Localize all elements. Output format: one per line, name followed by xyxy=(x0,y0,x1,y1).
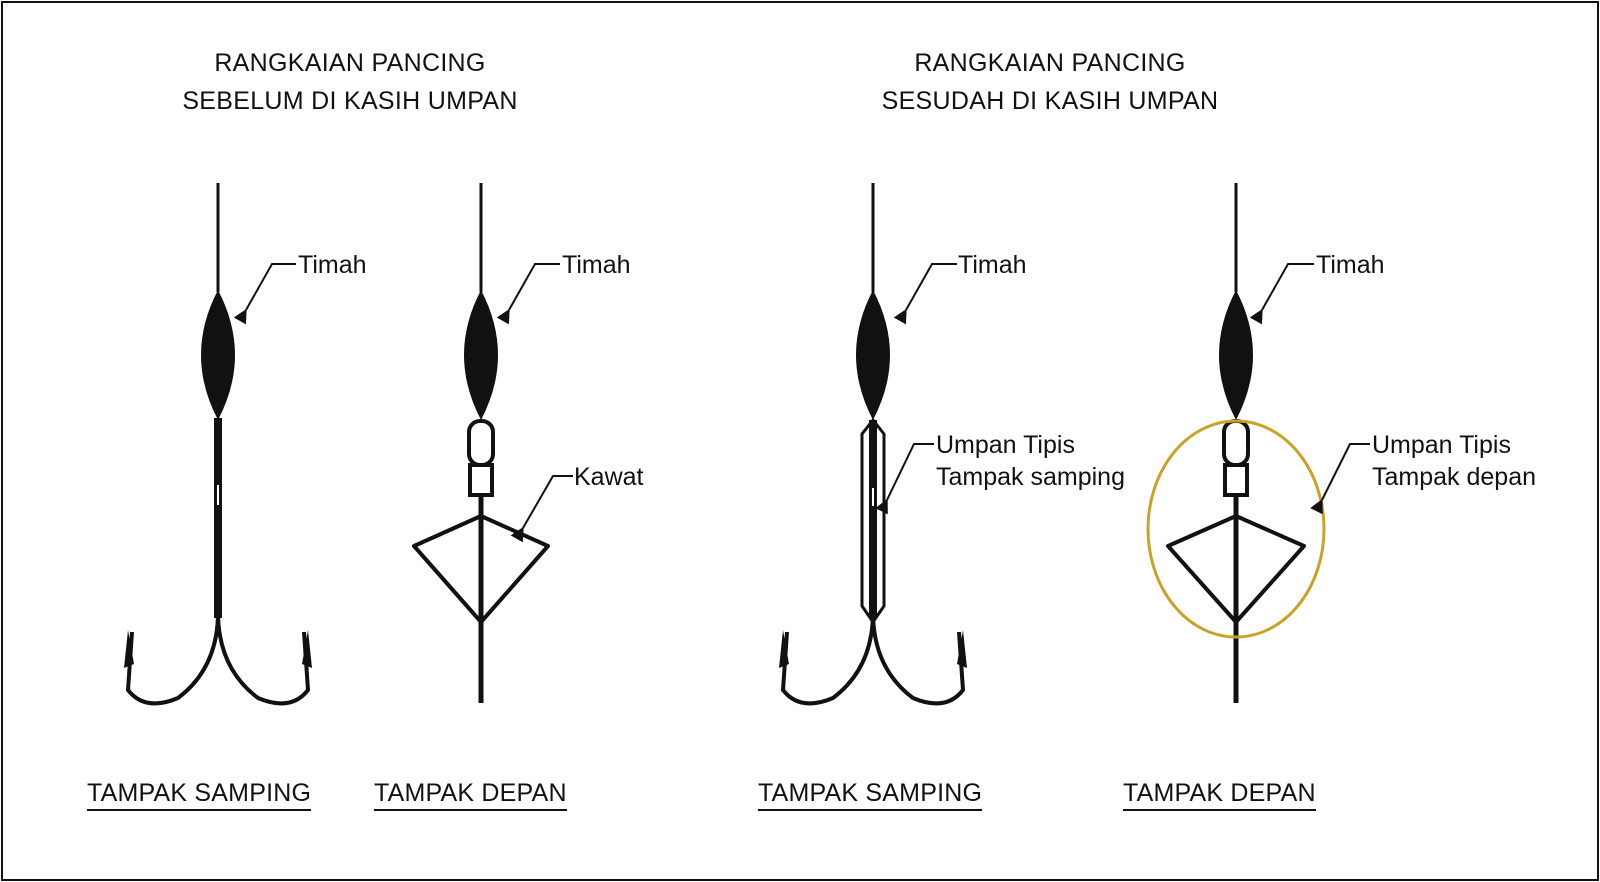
after-front-swivel-eye xyxy=(1222,419,1250,467)
after-side-callouts: Timah Umpan Tipis Tampak samping xyxy=(875,251,1125,515)
title-before-line2: SEBELUM DI KASIH UMPAN xyxy=(182,87,518,115)
after-front-callouts: Timah Umpan Tipis Tampak depan xyxy=(1249,251,1536,515)
before-side-hook-right xyxy=(216,611,311,706)
title-after-line1: RANGKAIAN PANCING xyxy=(914,49,1186,77)
before-side-rig xyxy=(124,183,312,706)
after-front-sinker xyxy=(1219,290,1253,420)
before-front-sinker xyxy=(464,290,498,420)
after-side-shank xyxy=(869,420,877,618)
before-front-sinker-leader xyxy=(496,263,560,325)
after-side-hook-right xyxy=(871,611,966,706)
before-side-view-label: TAMPAK SAMPING xyxy=(87,778,312,811)
after-front-wire-frame xyxy=(1166,514,1306,624)
before-front-wire-frame xyxy=(412,514,550,624)
title-before: RANGKAIAN PANCING SEBELUM DI KASIH UMPAN xyxy=(140,44,560,120)
after-front-swivel-body xyxy=(1223,463,1249,497)
after-front-rig xyxy=(1146,183,1326,703)
before-front-callouts: Timah Kawat xyxy=(496,251,644,543)
after-front-sinker-text: Timah xyxy=(1316,251,1385,279)
before-side-sinker xyxy=(201,290,235,420)
before-front-view-label: TAMPAK DEPAN xyxy=(374,778,567,811)
after-front-bait-leader xyxy=(1310,443,1370,515)
before-front-wire-text: Kawat xyxy=(574,463,644,491)
before-side-hook-left xyxy=(125,611,220,706)
after-side-bait-leader xyxy=(875,443,934,515)
before-front-rig xyxy=(412,183,550,703)
after-front-view-label: TAMPAK DEPAN xyxy=(1123,778,1316,811)
title-before-line1: RANGKAIAN PANCING xyxy=(214,49,486,77)
before-side-hook-right-barb xyxy=(302,630,312,668)
after-side-bait-text-line1: Umpan Tipis xyxy=(936,431,1075,459)
after-side-hook-left xyxy=(780,611,875,706)
before-side-callout: Timah xyxy=(233,251,367,325)
after-side-bait-text-line2: Tampak samping xyxy=(936,463,1125,491)
before-front-swivel-eye xyxy=(467,419,495,467)
before-side-callout-text: Timah xyxy=(298,251,367,279)
after-front-bait-text-line1: Umpan Tipis xyxy=(1372,431,1511,459)
after-front-bait-outline xyxy=(1146,419,1326,639)
before-front-wire-leader xyxy=(510,475,573,543)
after-side-sinker-leader xyxy=(893,263,957,325)
after-front-bait-text-line2: Tampak depan xyxy=(1372,463,1536,491)
after-side-hook-right-barb xyxy=(957,630,967,668)
after-front-sinker-leader xyxy=(1249,263,1314,325)
after-side-view-label: TAMPAK SAMPING xyxy=(758,778,983,811)
before-side-callout-leader xyxy=(233,263,296,325)
after-side-sinker-text: Timah xyxy=(958,251,1027,279)
after-side-sinker xyxy=(856,290,890,420)
before-front-sinker-text: Timah xyxy=(562,251,631,279)
before-front-swivel-body xyxy=(468,463,494,497)
title-after: RANGKAIAN PANCING SESUDAH DI KASIH UMPAN xyxy=(820,44,1280,120)
after-side-rig xyxy=(779,183,967,706)
before-side-hook-left-barb xyxy=(124,630,134,668)
before-side-shank xyxy=(214,418,222,618)
after-side-hook-left-barb xyxy=(779,630,789,668)
title-after-line2: SESUDAH DI KASIH UMPAN xyxy=(881,87,1219,115)
